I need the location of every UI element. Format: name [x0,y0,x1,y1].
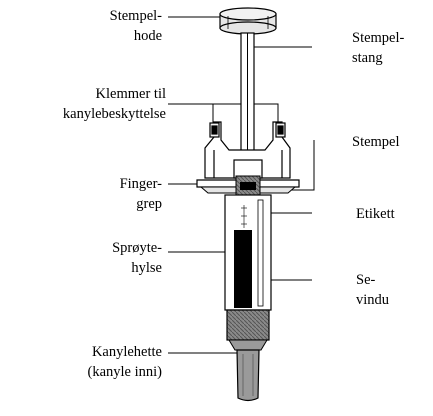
label-label: Etikett [356,206,395,222]
syringe-barrel [224,194,272,311]
label-needle-cap: Kanylehette (kanyle inni) [87,344,163,380]
needle-hub [226,309,270,351]
label-plunger-head: Stempel- hode [109,8,162,44]
plunger-rod [240,32,255,164]
leader-needle-guard-clips [168,103,279,123]
needle-guard-housing [204,121,291,179]
plunger-stopper [235,175,261,197]
label-finger-grip: Finger- grep [119,176,162,212]
label-plunger: Stempel [352,134,400,150]
label-viewing-window: Se- vindu [356,272,390,308]
plunger-head [219,7,277,35]
label-needle-guard-clips: Klemmer til kanylebeskyttelse [62,86,166,122]
label-syringe-barrel: Sprøyte- hylse [112,240,162,276]
label-plunger-rod: Stempel- stang [352,30,405,66]
needle-cap [236,349,260,402]
